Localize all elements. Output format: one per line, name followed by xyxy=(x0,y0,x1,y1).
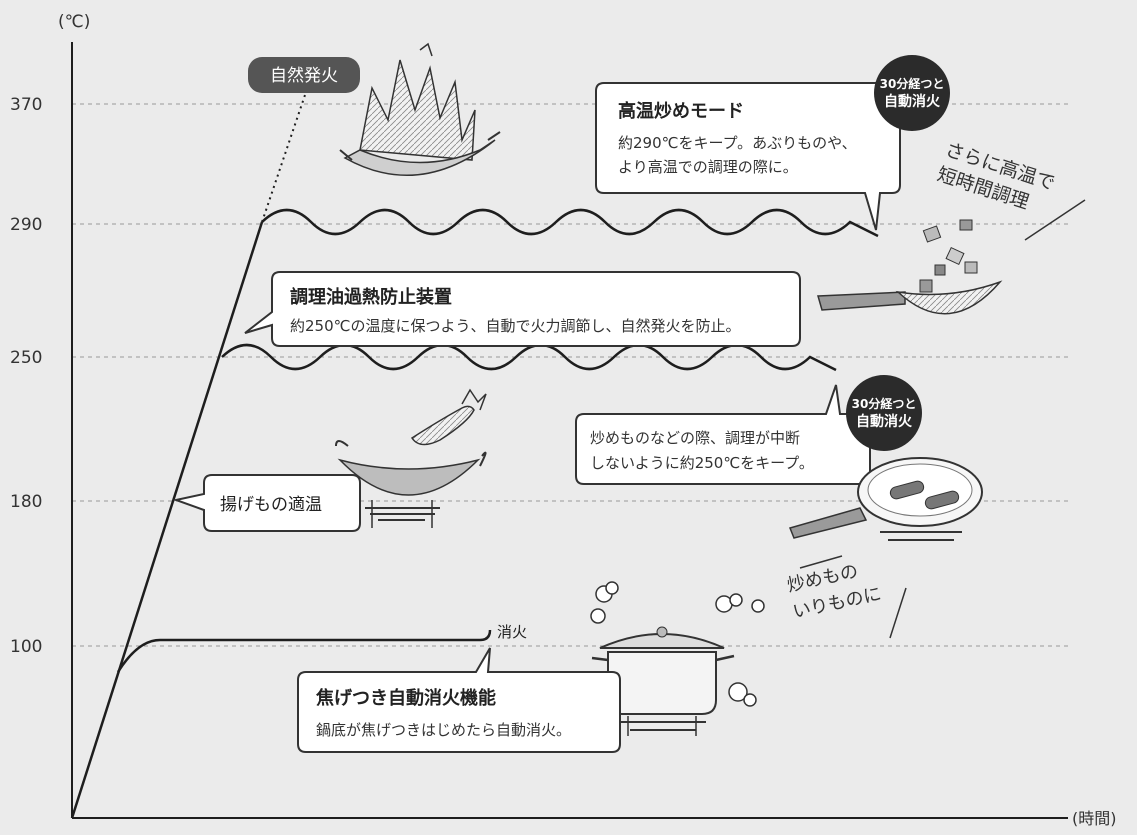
hand-note-mid-dash-2 xyxy=(889,587,907,639)
hand-note-right: さらに高温で 短時間調理 xyxy=(934,139,1057,214)
badge-b-line2: 自動消火 xyxy=(856,413,913,430)
auto-off-30min-badge-a: 30分経つと 自動消火 xyxy=(874,55,950,131)
stirfry-desc-2: しないように約250℃をキープ。 xyxy=(590,454,814,472)
y-tick-180: 180 xyxy=(10,492,42,512)
overheat-desc: 約250℃の温度に保つよう、自動で火力調節し、自然発火を防止。 xyxy=(290,317,740,335)
auto-off-desc: 鍋底が焦げつきはじめたら自動消火。 xyxy=(316,721,571,739)
overheat-title: 調理油過熱防止装置 xyxy=(290,286,452,308)
ignition-badge-label: 自然発火 xyxy=(270,66,338,86)
auto-off-title: 焦げつき自動消火機能 xyxy=(315,687,496,709)
rise-line-100 xyxy=(116,629,492,673)
auto-off-callout: 焦げつき自動消火機能 鍋底が焦げつきはじめたら自動消火。 xyxy=(297,647,621,753)
y-tick-100: 100 xyxy=(10,637,42,657)
auto-off-30min-badge-b: 30分経つと 自動消火 xyxy=(846,375,922,451)
stirfry-desc-1: 炒めものなどの際、調理が中断 xyxy=(590,429,800,447)
fried-shrimp-icon xyxy=(410,388,487,446)
high-temp-desc-2: より高温での調理の際に。 xyxy=(618,158,798,176)
y-tick-370: 370 xyxy=(10,95,42,115)
badge-b-line1: 30分経つと xyxy=(852,396,917,411)
flaming-wok-icon xyxy=(339,42,501,177)
extinguish-label: 消火 xyxy=(497,623,527,641)
y-axis-unit: (℃) xyxy=(58,12,90,32)
frying-pan-sausages-icon xyxy=(788,457,983,541)
ignition-badge: 自然発火 xyxy=(248,57,360,93)
x-axis-unit: (時間) xyxy=(1072,809,1117,828)
y-tick-290: 290 xyxy=(10,215,42,235)
high-temp-mode-callout: 高温炒めモード 約290℃をキープ。あぶりものや、 より高温での調理の際に。 xyxy=(595,82,901,231)
wave-290 xyxy=(261,208,879,238)
hand-note-mid-dash-1 xyxy=(799,555,843,569)
fry-temp-label: 揚げもの適温 xyxy=(220,495,322,515)
hand-note-mid: 炒めもの いりものに xyxy=(785,561,883,623)
stirfry-callout: 炒めものなどの際、調理が中断 しないように約250℃をキープ。 xyxy=(575,384,871,485)
wave-250 xyxy=(221,343,837,372)
overheat-prevention-callout: 調理油過熱防止装置 約250℃の温度に保つよう、自動で火力調節し、自然発火を防止… xyxy=(244,271,801,347)
wok-on-burner-icon xyxy=(335,440,487,528)
y-tick-250: 250 xyxy=(10,348,42,368)
frying-pan-vegetables-icon xyxy=(817,219,1003,315)
badge-a-line2: 自動消火 xyxy=(884,93,941,110)
ignition-dotted-line xyxy=(261,94,306,223)
rise-line-290 xyxy=(70,221,264,819)
high-temp-title: 高温炒めモード xyxy=(618,100,744,122)
hand-note-dash xyxy=(1024,199,1086,241)
badge-a-line1: 30分経つと xyxy=(880,76,945,91)
fry-temp-callout: 揚げもの適温 xyxy=(172,474,361,532)
high-temp-desc-1: 約290℃をキープ。あぶりものや、 xyxy=(618,134,857,152)
gridlines xyxy=(72,103,1070,647)
